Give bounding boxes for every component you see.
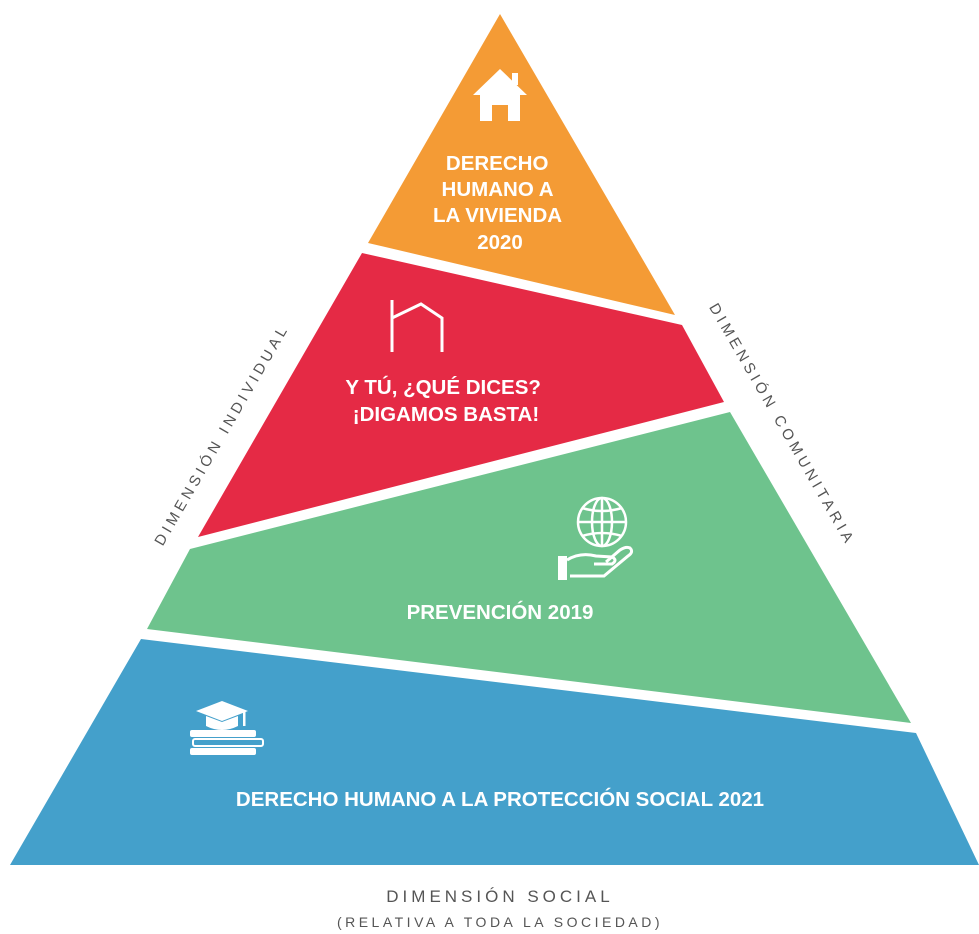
house-outline-icon bbox=[390, 300, 444, 352]
graduation-books-icon bbox=[190, 701, 264, 755]
house-icon bbox=[473, 69, 527, 121]
tier-2-label: Y TÚ, ¿QUÉ DICES? ¡DIGAMOS BASTA! bbox=[345, 375, 546, 426]
dimension-social-sublabel: (RELATIVA A TODA LA SOCIEDAD) bbox=[337, 914, 663, 930]
tier-4-label: DERECHO HUMANO A LA PROTECCIÓN SOCIAL 20… bbox=[236, 787, 764, 811]
tier-3-label: PREVENCIÓN 2019 bbox=[407, 600, 594, 624]
tier-prevencion bbox=[147, 412, 911, 723]
tier-vivienda bbox=[368, 14, 675, 315]
tier-1-label: DERECHO HUMANO A LA VIVIENDA 2020 bbox=[433, 152, 567, 254]
dimension-social-label: DIMENSIÓN SOCIAL bbox=[386, 887, 613, 906]
tier-proteccion-social bbox=[10, 639, 979, 865]
globe-in-hand-icon bbox=[558, 496, 634, 580]
tier-digamos-basta bbox=[198, 253, 724, 537]
